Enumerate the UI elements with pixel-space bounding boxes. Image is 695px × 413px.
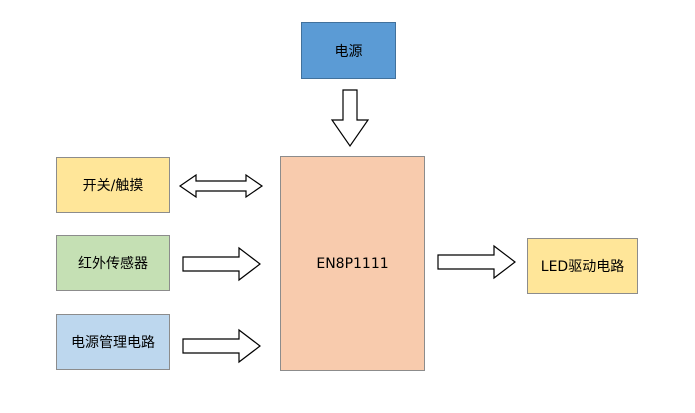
- ir-sensor-block: 红外传感器: [56, 235, 170, 291]
- arrow-switch-mcu-double: [178, 173, 264, 199]
- arrow-pm-to-mcu: [182, 328, 261, 364]
- ir-sensor-label: 红外传感器: [78, 256, 148, 272]
- mcu-block: EN8P1111: [280, 156, 425, 371]
- switch-touch-block: 开关/触摸: [56, 157, 170, 213]
- power-block: 电源: [301, 22, 396, 79]
- arrow-power-to-mcu: [330, 89, 370, 148]
- power-management-label: 电源管理电路: [71, 335, 155, 351]
- switch-touch-label: 开关/触摸: [82, 178, 144, 194]
- led-driver-label: LED驱动电路: [540, 259, 625, 275]
- arrow-ir-to-mcu: [182, 246, 261, 282]
- power-management-block: 电源管理电路: [56, 314, 170, 370]
- power-label: 电源: [334, 43, 363, 60]
- led-driver-block: LED驱动电路: [527, 238, 638, 294]
- arrow-mcu-to-led: [437, 244, 516, 280]
- mcu-label: EN8P1111: [316, 255, 389, 272]
